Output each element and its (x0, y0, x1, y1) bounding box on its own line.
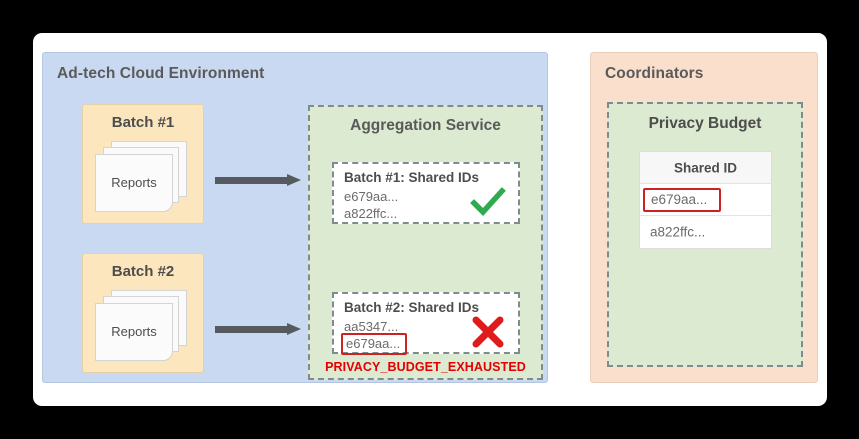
aggregation-service-title: Aggregation Service (350, 117, 501, 134)
table-row: e679aa... (640, 184, 771, 216)
batch-1-reports-label: Reports (111, 175, 157, 190)
batch-1-label: Batch #1 (111, 114, 175, 131)
batch-2-card: Batch #2 Reports (82, 253, 204, 373)
arrow-shaft (215, 177, 287, 184)
arrow-shaft (215, 326, 287, 333)
cross-icon (472, 316, 504, 348)
batch-2-shared-id-2-highlighted: e679aa... (341, 333, 408, 355)
batch-2-shared-ids-title: Batch #2: Shared IDs (344, 300, 480, 315)
privacy-budget-exhausted-error: PRIVACY_BUDGET_EXHAUSTED (325, 360, 526, 374)
batch-1-shared-ids-card: Batch #1: Shared IDs e679aa... a822ffc..… (332, 162, 520, 224)
arrow-head (287, 323, 301, 335)
column-header-shared-id: Shared ID (673, 160, 738, 175)
shared-id-cell-highlighted: e679aa... (643, 187, 722, 212)
adtech-cloud-environment-panel: Ad-tech Cloud Environment Batch #1 Repor… (42, 52, 548, 383)
check-icon (470, 187, 506, 216)
arrow-head (287, 174, 301, 186)
arrow-batch2-to-aggregation-icon (215, 323, 301, 335)
privacy-budget-table: Shared ID e679aa... a822ffc... (639, 151, 772, 249)
report-sheet-front-icon: Reports (95, 303, 173, 361)
batch-2-label: Batch #2 (111, 263, 175, 280)
coordinators-panel-title: Coordinators (605, 65, 704, 82)
privacy-budget-box: Privacy Budget Shared ID e679aa... a822f… (607, 102, 803, 367)
adtech-panel-title: Ad-tech Cloud Environment (57, 65, 265, 82)
diagram-canvas: Ad-tech Cloud Environment Batch #1 Repor… (33, 33, 827, 406)
batch-1-card: Batch #1 Reports (82, 104, 204, 224)
batch-1-shared-id-1: e679aa... (344, 189, 399, 204)
arrow-batch1-to-aggregation-icon (215, 174, 301, 186)
batch-2-reports-stack: Reports (95, 290, 193, 364)
shared-id-cell: a822ffc... (650, 224, 706, 240)
batch-1-reports-stack: Reports (95, 141, 193, 215)
table-header-row: Shared ID (640, 152, 771, 184)
report-sheet-front-icon: Reports (95, 154, 173, 212)
batch-2-shared-id-1: aa5347... (344, 319, 399, 334)
privacy-budget-title: Privacy Budget (648, 115, 762, 132)
batch-2-reports-label: Reports (111, 324, 157, 339)
batch-1-shared-id-2: a822ffc... (344, 206, 398, 221)
aggregation-service-box: Aggregation Service Batch #1: Shared IDs… (308, 105, 543, 380)
batch-1-shared-ids-title: Batch #1: Shared IDs (344, 170, 480, 185)
coordinators-panel: Coordinators Privacy Budget Shared ID e6… (590, 52, 818, 383)
table-row: a822ffc... (640, 216, 771, 248)
batch-2-shared-ids-card: Batch #2: Shared IDs aa5347... e679aa... (332, 292, 520, 355)
